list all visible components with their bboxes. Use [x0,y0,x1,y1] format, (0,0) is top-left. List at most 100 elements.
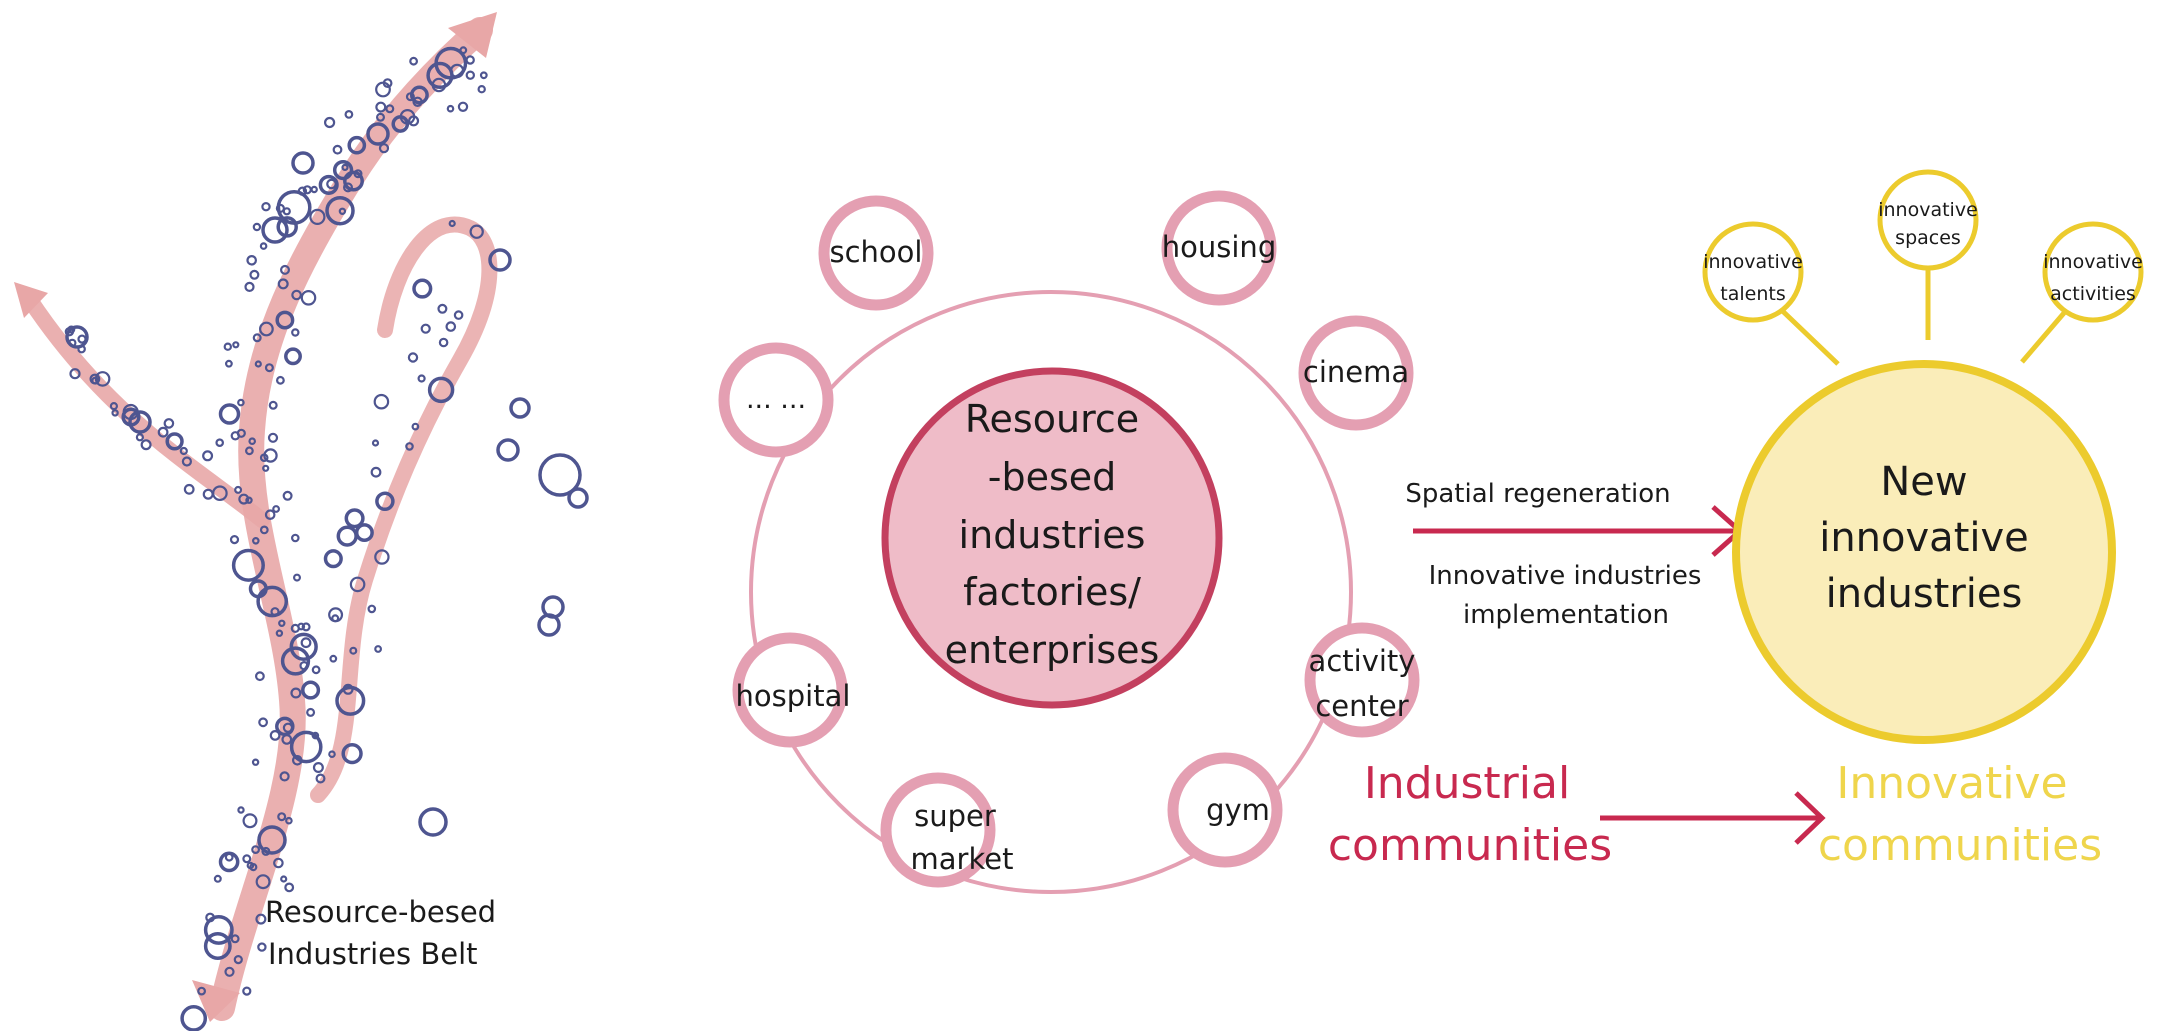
enterprise-dot [111,409,119,417]
satellite-innovative-activities: innovative activities [2042,221,2144,323]
enterprise-dot [258,717,269,728]
enterprise-dot [230,934,240,944]
enterprise-dot [300,637,312,649]
enterprise-dot [408,115,420,127]
enterprise-dot [469,224,484,239]
enterprise-dot [405,92,415,102]
core-label-line1: Resource [965,397,1139,441]
enterprise-dot [218,851,240,873]
enterprise-dot [223,342,232,351]
enterprise-dot [370,466,382,478]
enterprise-dot [237,806,245,814]
enterprise-dot [197,986,207,996]
enterprise-dot [267,432,279,443]
enterprise-dot [488,248,512,272]
enterprise-dot [378,143,390,154]
enterprise-dot [246,254,257,266]
facility-supermarket-label-line2: market [911,842,1014,876]
community-ring [749,290,1353,894]
industrial-core: Resource -besed industries factories/ en… [881,367,1223,709]
enterprise-dot [259,321,274,337]
enterprise-dot [252,222,262,232]
enterprise-dot [275,203,285,213]
enterprise-dot [259,453,269,463]
enterprise-dot [344,109,354,119]
enterprise-dot [157,426,169,438]
west-belt-branch [22,292,270,528]
enterprise-dot [373,393,390,410]
enterprise-dot [275,310,295,330]
enterprise-dot [338,207,347,215]
new-innovative-industries-core: New innovative industries [1732,360,2116,744]
enterprise-dot [291,328,300,337]
enterprise-dot [165,432,184,451]
enterprise-dot [417,374,426,383]
enterprise-dot [309,208,326,225]
enterprise-dot [277,278,289,290]
enterprise-dot [262,464,270,472]
enterprise-dot [418,807,448,837]
enterprise-dot [257,825,287,855]
activities-label-line2: activities [2050,283,2136,305]
enterprise-dot [232,341,240,349]
innovative-communities-caption-line2: communities [1818,820,2102,871]
enterprise-dot [374,549,390,565]
enterprise-dot [203,914,234,945]
enterprise-dot [448,219,456,228]
facility-supermarket-label-line1: super [914,799,996,833]
facility-school: school [818,195,934,311]
enterprise-dot [242,986,252,996]
enterprise-dot [256,585,289,618]
enterprise-dot [315,773,326,784]
enterprise-dot [276,375,285,385]
enterprise-dot [453,310,464,320]
transition-arrows: Spatial regeneration Innovative industri… [1405,479,1826,845]
enterprise-dot [323,549,343,569]
enterprise-dot [180,1005,208,1031]
belt-label-line1: Resource-besed [265,895,496,929]
enterprise-dot [272,505,281,513]
enterprise-dot [224,966,235,977]
facility-gym: gym [1167,752,1283,868]
connector-activities [2020,304,2072,364]
enterprise-dot [291,151,315,175]
belt-label-line2: Industries Belt [268,937,478,971]
enterprise-dot [297,186,308,196]
talents-label-line2: talents [1720,283,1785,305]
enterprise-dot [275,629,284,637]
enterprise-dot [437,303,448,314]
enterprise-dot [411,422,420,431]
enterprise-dot [205,912,216,923]
enterprise-dot [94,371,111,387]
innovative-implementation-label-line2: implementation [1463,600,1669,630]
enterprise-dot [325,195,355,226]
enterprise-dot [312,761,324,773]
loop-belt-branch [310,216,498,803]
enterprise-dot [231,548,265,582]
satellite-innovative-spaces: innovative spaces [1877,169,1979,271]
enterprise-dot [135,433,144,442]
enterprise-dot [261,201,271,212]
facility-more: ... ... [718,342,834,458]
enterprise-dot [409,56,419,66]
enterprise-dot [285,816,293,825]
enterprise-dot [405,442,414,451]
facility-housing-label: housing [1162,230,1276,264]
enterprise-dot [349,576,366,593]
enterprise-dot [255,874,271,890]
enterprise-dot [181,456,192,467]
belt-arrowhead-top [448,12,497,58]
innovative-communities-caption-line1: Innovative [1836,758,2067,809]
enterprise-dot [264,363,274,373]
innovation-core-line2: innovative [1819,515,2029,561]
enterprise-dot [538,453,582,497]
enterprise-dot [279,771,290,782]
enterprise-dot [229,534,240,545]
enterprise-dot [183,483,195,495]
enterprise-dot [246,861,255,870]
enterprise-dot [259,525,269,535]
enterprise-dot [91,376,100,385]
enterprise-dot [202,488,214,500]
enterprise-dot [349,646,358,655]
